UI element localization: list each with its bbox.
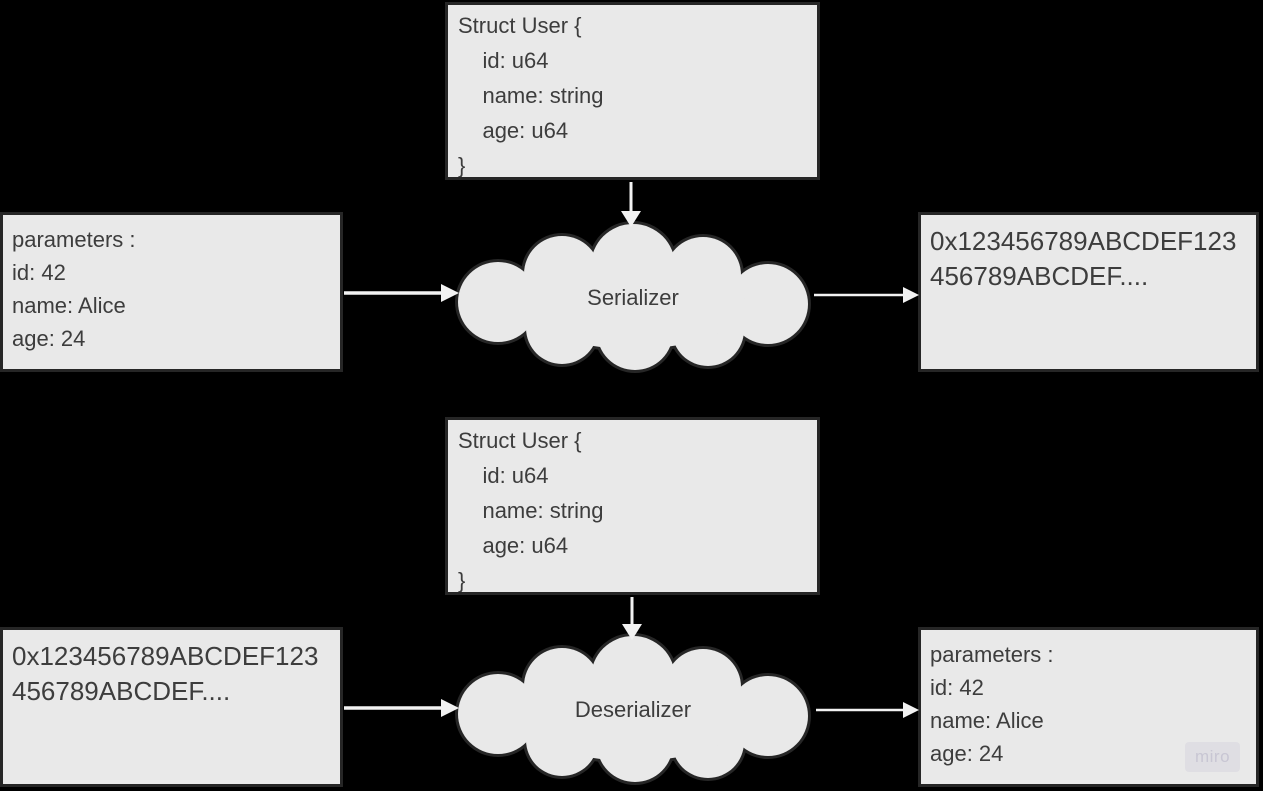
miro-watermark-text: miro: [1194, 747, 1231, 766]
struct-definition-box-bottom[interactable]: Struct User { id: u64 name: string age: …: [445, 417, 820, 595]
deserializer-cloud[interactable]: [450, 632, 816, 788]
struct-definition-box-top[interactable]: Struct User { id: u64 name: string age: …: [445, 2, 820, 180]
parameters-output-text: parameters : id: 42 name: Alice age: 24: [930, 642, 1054, 766]
hex-output-box[interactable]: 0x123456789ABCDEF123 456789ABCDEF....: [918, 212, 1259, 372]
hex-input-text: 0x123456789ABCDEF123 456789ABCDEF....: [12, 641, 319, 706]
struct-definition-text-bottom: Struct User { id: u64 name: string age: …: [458, 428, 604, 593]
parameters-input-box[interactable]: parameters : id: 42 name: Alice age: 24: [0, 212, 343, 372]
deserializer-to-parameters-arrow[interactable]: [816, 702, 919, 718]
hex-to-deserializer-arrow[interactable]: [344, 699, 459, 717]
serializer-to-hex-arrow[interactable]: [814, 287, 919, 303]
parameters-input-text: parameters : id: 42 name: Alice age: 24: [12, 227, 136, 351]
parameters-to-serializer-arrow[interactable]: [344, 284, 459, 302]
hex-input-box[interactable]: 0x123456789ABCDEF123 456789ABCDEF....: [0, 627, 343, 787]
hex-output-text: 0x123456789ABCDEF123 456789ABCDEF....: [930, 226, 1237, 291]
miro-watermark-badge: miro: [1185, 742, 1240, 772]
serializer-cloud[interactable]: [450, 220, 816, 376]
struct-definition-text-top: Struct User { id: u64 name: string age: …: [458, 13, 604, 178]
